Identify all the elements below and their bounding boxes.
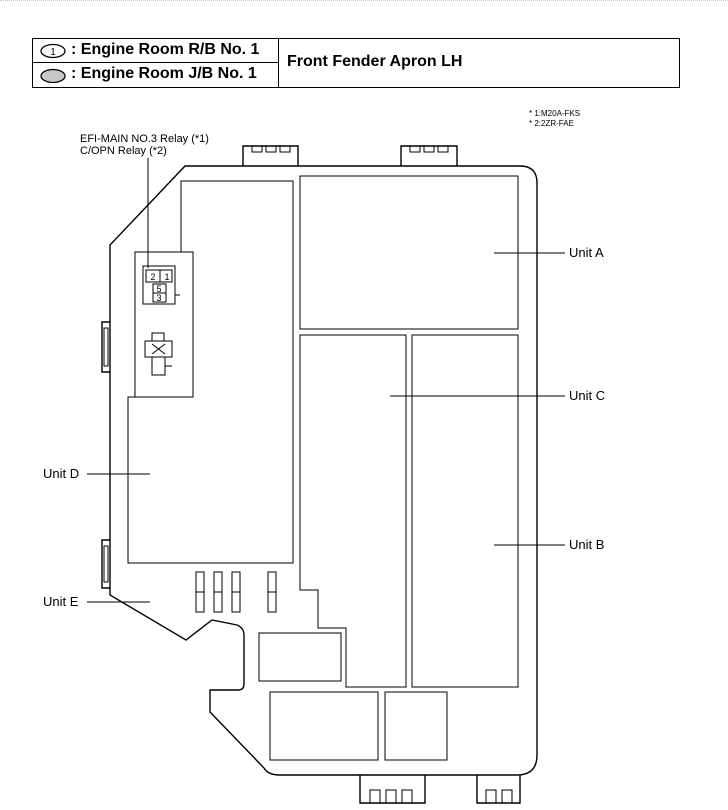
note-2: * 2:2ZR-FAE bbox=[529, 119, 574, 128]
clip-detail bbox=[423, 145, 435, 153]
lower-block-small bbox=[384, 691, 448, 761]
note-1: * 1:M20A-FKS bbox=[529, 109, 581, 118]
connector-detail bbox=[369, 789, 381, 804]
relay-pin-1: 1 bbox=[164, 272, 169, 282]
unit-a-label: Unit A bbox=[569, 245, 604, 260]
connector-detail bbox=[401, 789, 413, 804]
connector-detail bbox=[501, 789, 513, 804]
legend-label-junction-block: : Engine Room J/B No. 1 bbox=[71, 65, 257, 82]
unit-b-label: Unit B bbox=[569, 537, 605, 552]
unit-e-label: Unit E bbox=[43, 594, 79, 609]
relay-frame bbox=[134, 251, 194, 398]
connector-detail bbox=[485, 789, 497, 804]
relay-lower bbox=[144, 332, 173, 376]
side-clip-upper bbox=[101, 321, 110, 373]
relay-upper bbox=[142, 265, 180, 305]
legend-label-relay-block: : Engine Room R/B No. 1 bbox=[71, 41, 260, 58]
bottom-connector-right bbox=[476, 775, 521, 804]
unit-c-block bbox=[299, 334, 407, 688]
circle-number-icon: 1 bbox=[40, 43, 66, 59]
clip-detail bbox=[103, 545, 109, 583]
clip-detail bbox=[103, 327, 109, 367]
clip-detail bbox=[265, 145, 277, 153]
fuse-box-outline bbox=[109, 165, 538, 776]
shaded-oval-icon bbox=[40, 68, 66, 83]
unit-c-label: Unit C bbox=[569, 388, 606, 403]
connector-detail bbox=[385, 789, 397, 804]
lower-block-left bbox=[258, 632, 342, 682]
unit-a-block bbox=[299, 175, 519, 330]
clip-detail bbox=[437, 145, 449, 153]
relay-pin-3: 3 bbox=[156, 293, 161, 303]
legend-row-junction-block: : Engine Room J/B No. 1 bbox=[33, 63, 279, 88]
clip-detail bbox=[279, 145, 291, 153]
lower-block-wide bbox=[269, 691, 379, 761]
legend-symbol-text: 1 bbox=[50, 47, 56, 58]
side-clip-lower bbox=[101, 539, 110, 589]
legend-table: 1 : Engine Room R/B No. 1 : Engine Room … bbox=[32, 38, 680, 88]
clip-detail bbox=[251, 145, 263, 153]
legend-row-relay-block: 1 : Engine Room R/B No. 1 bbox=[33, 39, 279, 63]
relay-label-efi-main: EFI-MAIN NO.3 Relay (*1) bbox=[80, 133, 209, 145]
unit-b-block bbox=[411, 334, 519, 688]
clip-detail bbox=[409, 145, 421, 153]
relay-pin-2: 2 bbox=[150, 272, 155, 282]
page-top-border bbox=[0, 0, 728, 1]
relay-pin-5: 5 bbox=[156, 284, 161, 294]
unit-d-label: Unit D bbox=[43, 466, 80, 481]
top-clip-right bbox=[400, 145, 458, 166]
relay-label-copn: C/OPN Relay (*2) bbox=[80, 145, 167, 157]
location-label: Front Fender Apron LH bbox=[287, 53, 463, 70]
